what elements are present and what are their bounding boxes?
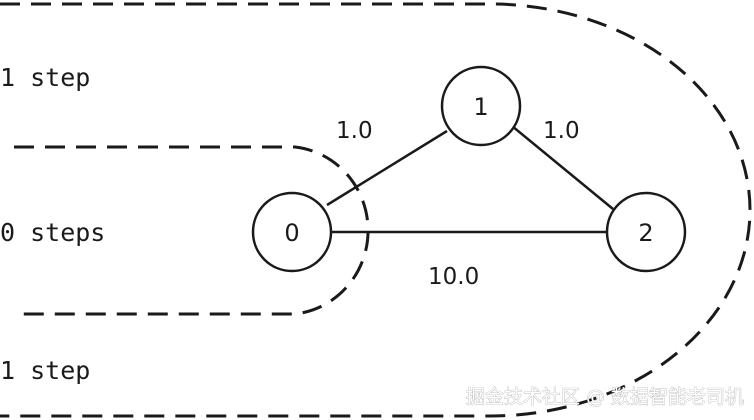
edge-1-2: [511, 125, 614, 210]
region-label-bottom: 1 step: [0, 356, 90, 385]
region-label-top: 1 step: [0, 63, 90, 92]
region-label-middle: 0 steps: [0, 218, 105, 247]
node-0-label: 0: [284, 219, 299, 247]
edge-0-1-weight: 1.0: [336, 118, 373, 144]
node-0: 0: [251, 191, 333, 273]
edge-0-1: [326, 129, 448, 207]
edge-0-2-weight: 10.0: [428, 264, 479, 290]
node-2: 2: [605, 191, 687, 273]
node-1-label: 1: [473, 93, 488, 121]
node-2-label: 2: [638, 219, 653, 247]
edge-1-2-weight: 1.0: [543, 118, 580, 144]
inner-step-boundary: [14, 145, 370, 316]
watermark-text: 掘金技术社区 @ 数据智能老司机: [466, 386, 744, 408]
node-1: 1: [440, 65, 522, 147]
